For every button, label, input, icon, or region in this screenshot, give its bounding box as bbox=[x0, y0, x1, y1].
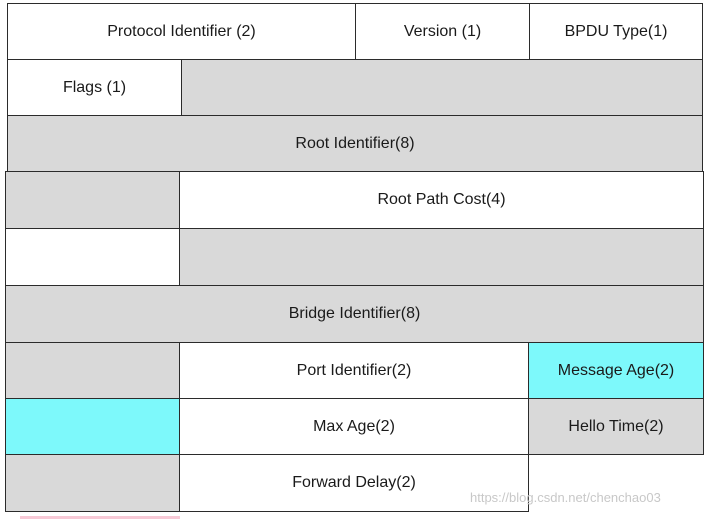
field-forward-delay: Forward Delay(2) bbox=[179, 454, 529, 512]
filler-block bbox=[179, 228, 704, 286]
field-label: Port Identifier(2) bbox=[296, 361, 412, 379]
decorative-underline bbox=[20, 516, 180, 519]
field-label: Flags (1) bbox=[62, 78, 127, 96]
filler-block-highlight bbox=[5, 398, 180, 455]
field-label: Version (1) bbox=[403, 22, 482, 40]
field-port-identifier: Port Identifier(2) bbox=[179, 342, 529, 399]
field-label: Root Path Cost(4) bbox=[377, 191, 506, 208]
field-root-identifier: Root Identifier(8) bbox=[7, 115, 703, 172]
field-protocol-identifier: Protocol Identifier (2) bbox=[7, 3, 356, 60]
field-message-age: Message Age(2) bbox=[528, 342, 704, 399]
field-bpdu-type: BPDU Type(1) bbox=[529, 3, 703, 60]
filler-block bbox=[5, 454, 180, 512]
field-label: Hello Time(2) bbox=[568, 417, 664, 435]
field-max-age: Max Age(2) bbox=[179, 398, 529, 455]
filler-block bbox=[5, 171, 180, 229]
field-label: Message Age(2) bbox=[557, 361, 675, 379]
field-bridge-identifier: Bridge Identifier(8) bbox=[5, 285, 704, 343]
field-root-path-cost: Root Path Cost(4) bbox=[179, 171, 704, 229]
field-flags: Flags (1) bbox=[7, 59, 182, 116]
filler-block bbox=[5, 342, 180, 399]
field-label: BPDU Type(1) bbox=[564, 22, 668, 40]
field-label: Max Age(2) bbox=[313, 417, 395, 435]
field-label: Bridge Identifier(8) bbox=[288, 305, 421, 322]
watermark-text: https://blog.csdn.net/chenchao03 bbox=[470, 490, 661, 505]
filler-block bbox=[181, 59, 703, 116]
field-hello-time: Hello Time(2) bbox=[528, 398, 704, 455]
field-label: Root Identifier(8) bbox=[295, 134, 415, 152]
field-version: Version (1) bbox=[355, 3, 530, 60]
filler-block bbox=[5, 228, 180, 286]
field-label: Forward Delay(2) bbox=[292, 474, 416, 491]
field-label: Protocol Identifier (2) bbox=[107, 22, 256, 40]
